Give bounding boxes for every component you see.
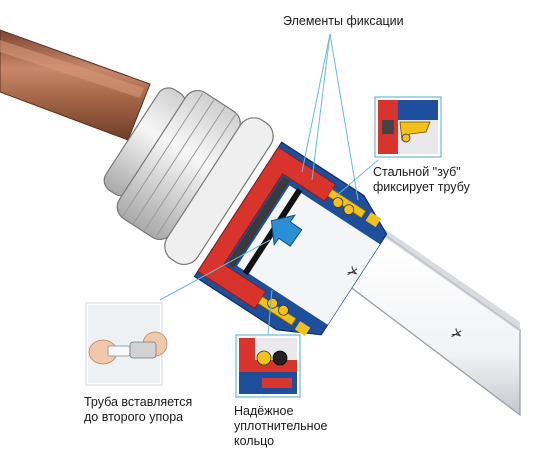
fitting-nut: [103, 87, 274, 266]
leader-lines: [159, 33, 379, 336]
inset-steel-tooth: [374, 96, 442, 158]
inset-pipe-insertion: [85, 302, 168, 386]
callout-pipe-insertion: Труба вставляется до второго упора: [84, 395, 193, 424]
callout-locking-elements: Элементы фиксации: [283, 14, 404, 28]
inset-sealing-ring: [235, 334, 301, 398]
flow-arrow-icon: [270, 214, 303, 247]
copper-pipe: [0, 29, 151, 141]
callout-steel-tooth: Стальной "зуб" фиксирует трубу: [373, 165, 470, 194]
callout-sealing-ring: Надёжное уплотнительное кольцо: [234, 404, 328, 448]
